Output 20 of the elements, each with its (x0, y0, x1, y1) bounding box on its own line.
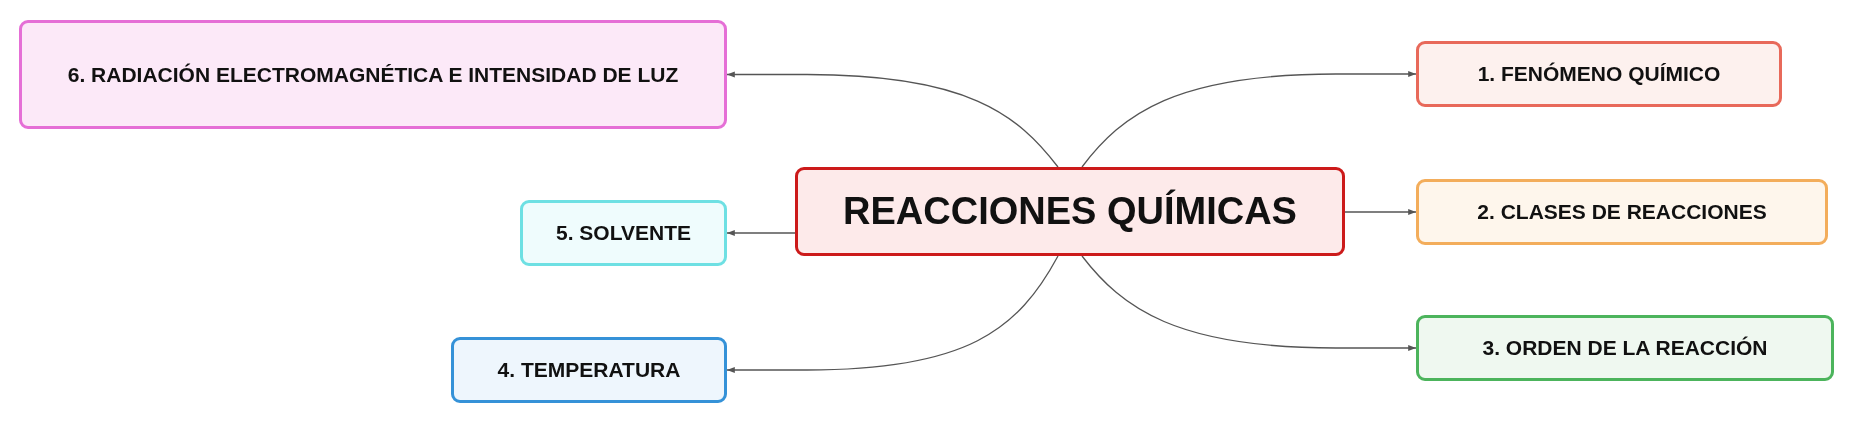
topic-text: 6. RADIACIÓN ELECTROMAGNÉTICA E INTENSIDAD DE LUZ (67, 62, 679, 87)
connector-arrow (726, 255, 1059, 374)
subtopic-box (520, 200, 727, 266)
connector-arrow (726, 229, 796, 237)
topic-text: 1. FENÓMENO QUÍMICO (1477, 62, 1721, 86)
topic-text: 4. TEMPERATURA (497, 358, 681, 382)
topic-text: 3. ORDEN DE LA REACCIÓN (1482, 336, 1768, 360)
central-topic-box (795, 167, 1345, 256)
subtopic-box (1416, 41, 1782, 107)
subtopic-box (19, 20, 727, 129)
topic-text: REACCIONES QUÍMICAS (843, 190, 1297, 233)
topic-text: 2. CLASES DE REACCIONES (1477, 200, 1767, 224)
topic-text: 5. SOLVENTE (556, 221, 691, 245)
subtopic-box (451, 337, 727, 403)
connector-arrow (1081, 255, 1417, 352)
subtopic-box (1416, 179, 1828, 245)
subtopic-box (1416, 315, 1834, 381)
connector-arrow (726, 71, 1059, 168)
connector-arrow (1344, 208, 1417, 216)
connector-arrow (1081, 70, 1417, 168)
